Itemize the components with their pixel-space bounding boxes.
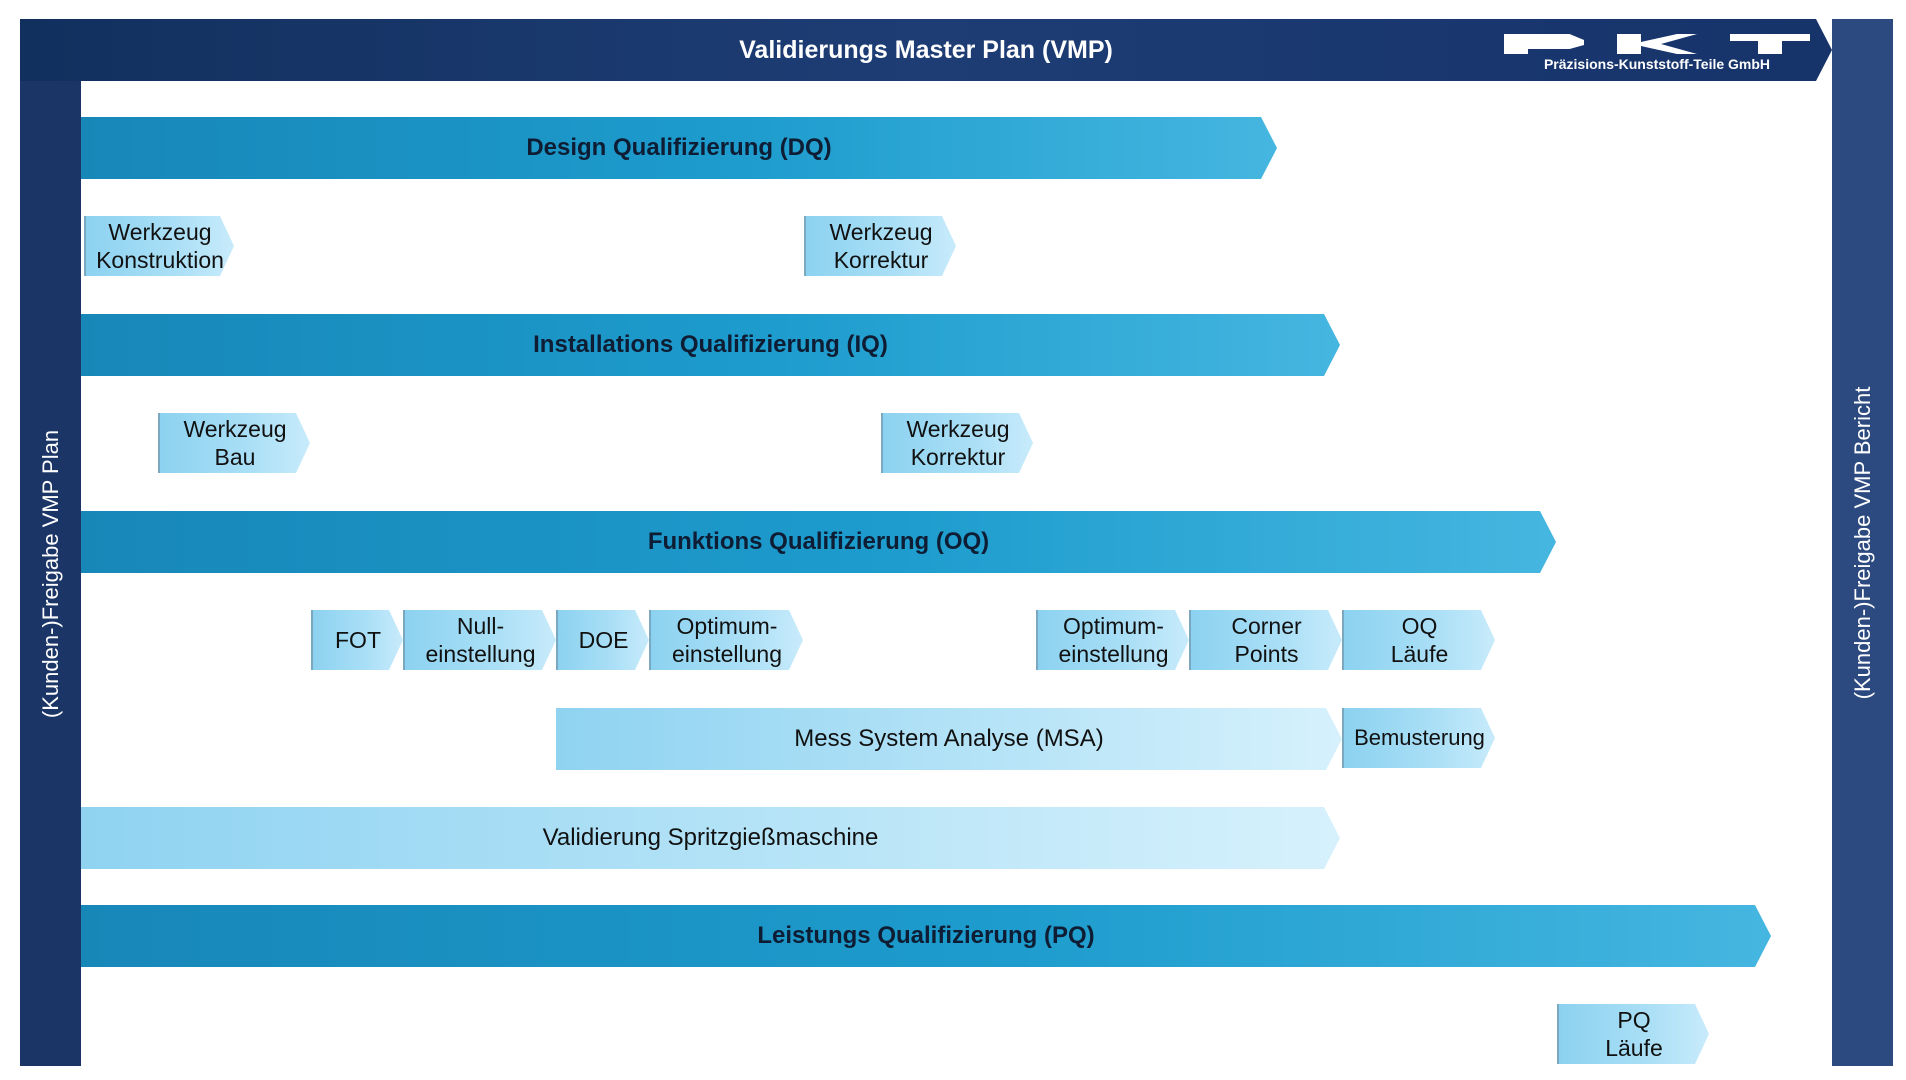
bar-validierung-maschine: Validierung Spritzgießmaschine (81, 807, 1340, 869)
step-optimumeinstellung-1: Optimum- einstellung (649, 610, 803, 670)
phase-oq: Funktions Qualifizierung (OQ) (81, 511, 1556, 573)
phase-pq: Leistungs Qualifizierung (PQ) (81, 905, 1771, 967)
phase-iq: Installations Qualifizierung (IQ) (81, 314, 1340, 376)
bar-validierung-maschine-label: Validierung Spritzgießmaschine (542, 824, 879, 851)
step-corner-points: Corner Points (1189, 610, 1342, 670)
step-nulleinstellung: Null- einstellung (403, 610, 556, 670)
step-werkzeug-korrektur-iq: Werkzeug Korrektur (881, 413, 1033, 473)
pkt-logo-icon (1504, 34, 1810, 54)
phase-oq-label: Funktions Qualifizierung (OQ) (647, 528, 990, 555)
step-fot: FOT (311, 610, 403, 670)
company-logo: Präzisions-Kunststoff-Teile GmbH (1504, 34, 1810, 74)
bar-msa-label: Mess System Analyse (MSA) (794, 725, 1104, 752)
step-bemusterung: Bemusterung (1342, 708, 1495, 768)
step-pq-laeufe: PQ Läufe (1557, 1004, 1709, 1064)
phase-iq-label: Installations Qualifizierung (IQ) (533, 331, 888, 358)
phase-pq-label: Leistungs Qualifizierung (PQ) (757, 922, 1095, 949)
header-bar (20, 19, 1832, 81)
step-optimumeinstellung-2: Optimum- einstellung (1036, 610, 1189, 670)
phase-dq: Design Qualifizierung (DQ) (81, 117, 1277, 179)
bar-msa: Mess System Analyse (MSA) (556, 708, 1342, 770)
step-werkzeug-konstruktion: Werkzeug Konstruktion (84, 216, 234, 276)
step-oq-laeufe: OQ Läufe (1342, 610, 1495, 670)
phase-dq-label: Design Qualifizierung (DQ) (526, 134, 832, 161)
step-werkzeug-korrektur-dq: Werkzeug Korrektur (804, 216, 956, 276)
page-title: Validierungs Master Plan (VMP) (739, 36, 1113, 64)
left-approval-label: (Kunden-)Freigabe VMP Plan (37, 429, 63, 718)
logo-caption: Präzisions-Kunststoff-Teile GmbH (1543, 56, 1771, 72)
step-werkzeug-bau: Werkzeug Bau (158, 413, 310, 473)
right-approval-label: (Kunden-)Freigabe VMP Bericht (1849, 386, 1875, 699)
right-approval-bar: (Kunden-)Freigabe VMP Bericht (1832, 19, 1893, 1066)
step-doe: DOE (556, 610, 649, 670)
left-approval-bar: (Kunden-)Freigabe VMP Plan (20, 81, 81, 1066)
